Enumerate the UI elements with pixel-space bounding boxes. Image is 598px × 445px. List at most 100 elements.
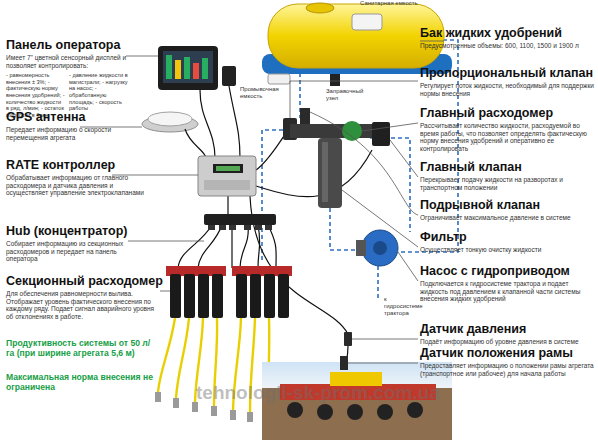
relief-valve <box>300 108 310 124</box>
gps-dome <box>148 112 192 126</box>
callout-description: Ограничивает максимальное давление в сис… <box>420 214 596 222</box>
hub <box>204 214 276 230</box>
cable <box>258 225 260 268</box>
leader-line <box>128 241 204 242</box>
cable <box>229 86 240 158</box>
leader-lines <box>80 41 444 363</box>
nozzle <box>192 402 198 412</box>
callout-heading: Фильтр <box>420 230 596 245</box>
callout-heading: Бак жидких удобрений <box>420 26 596 41</box>
callout-block: Главный клапанПерекрывает подачу жидкост… <box>420 160 596 191</box>
callout-block: GPS антеннаПередает информацию о скорост… <box>6 110 134 141</box>
callout-block: Главный расходомерРассчитывает количеств… <box>420 106 596 152</box>
callout-heading: Главный клапан <box>420 160 596 175</box>
liquid-line <box>370 138 410 232</box>
cable <box>231 225 232 268</box>
leader-line <box>342 190 418 247</box>
callout-description: Подключается к гидросистеме трактора и п… <box>420 280 596 303</box>
seeder-wheel <box>317 404 333 420</box>
screen-bar <box>175 60 181 79</box>
screen-bar <box>193 63 199 79</box>
controller-display <box>213 164 243 173</box>
callout-heading: Панель оператора <box>6 38 128 53</box>
cable <box>256 150 372 197</box>
hydraulic-line <box>377 266 379 300</box>
screen-bar <box>184 57 190 79</box>
leader-line <box>290 81 418 118</box>
callout-block: Секционный расходомерДля обеспечения рав… <box>6 274 160 320</box>
main-valve <box>372 122 390 146</box>
callout-description: Собирает информацию из секционных расход… <box>6 240 146 263</box>
callout-block: Бак жидких удобренийПредусмотренные объе… <box>420 26 596 50</box>
callout-heading: Секционный расходомер <box>6 274 160 289</box>
controller-box <box>198 156 256 196</box>
callout-heading: Пропорциональный клапан <box>420 66 596 81</box>
hub-connector <box>229 225 236 230</box>
controller-plate <box>204 180 250 190</box>
filling-unit <box>330 74 340 86</box>
cable <box>198 225 222 268</box>
callout-block: Панель оператораИмеет 7" цветной сенсорн… <box>6 38 128 118</box>
callout-heading: Hub (концентратор) <box>6 224 146 239</box>
callout-block: Пропорциональный клапанРегулирует поток … <box>420 66 596 97</box>
callout-description: Регулирует поток жидкости, необходимый д… <box>420 82 596 97</box>
callout-block: Датчик положения рамыПредоставляет инфор… <box>420 346 596 377</box>
callout-description: Предоставляет информацию о положении рам… <box>420 362 596 377</box>
flowmeter <box>198 274 209 318</box>
flowmeter <box>264 274 275 318</box>
liquid-line <box>262 130 290 262</box>
seeder-wheel <box>347 404 363 420</box>
flowmeter <box>212 274 223 318</box>
callout-description: Передает информацию о скорости перемещен… <box>6 126 134 141</box>
tank-body <box>268 4 444 68</box>
leader-line <box>390 140 418 177</box>
note-text: Максимальная норма внесения не ограничен… <box>6 372 156 393</box>
screen-bar <box>202 58 208 79</box>
callout-block: RATE контроллерОбрабатывает информацию о… <box>6 158 146 197</box>
callout-block: Насос с гидроприводомПодключается к гидр… <box>420 264 596 303</box>
part-label: Промывочная емкость <box>240 86 290 100</box>
part-label: Санитарная емкость <box>360 0 440 7</box>
leader-line <box>420 41 444 42</box>
callout-description: Для обеспечения равномерности вылива. От… <box>6 290 160 320</box>
panel-frame <box>158 46 218 90</box>
cable <box>268 225 276 268</box>
hub-body <box>204 214 276 225</box>
tank-lid <box>306 3 334 13</box>
nozzle <box>155 392 161 402</box>
leader-line <box>126 56 158 57</box>
callout-block: Подрывной клапанОграничивает максимально… <box>420 198 596 222</box>
cable <box>200 90 215 158</box>
display-digits <box>216 166 240 171</box>
valve-assembly <box>283 108 390 208</box>
hose <box>158 318 175 392</box>
pump-motor <box>356 240 366 256</box>
leader-line <box>348 363 418 364</box>
pump-hub <box>373 241 387 255</box>
callout-description: Предусмотренные объемы: 600, 1100, 1500 … <box>420 42 596 50</box>
flowmeter <box>278 274 289 318</box>
hub-connector <box>208 225 215 230</box>
hub-connector <box>244 225 251 230</box>
callout-heading: Датчик положения рамы <box>420 346 596 361</box>
nozzle <box>211 406 217 416</box>
watermark: tehnologii-sk-prom.com.ua <box>196 382 526 405</box>
hydraulic-pump <box>356 230 398 266</box>
callout-heading: RATE контроллер <box>6 158 146 173</box>
nozzle <box>173 398 179 408</box>
callout-heading: GPS антенна <box>6 110 134 125</box>
callout-block: Hub (концентратор)Собирает информацию из… <box>6 224 146 263</box>
callout-description: Перекрывает подачу жидкости на разворота… <box>420 176 596 191</box>
callout-description: Рассчитывает количество жидкости, расход… <box>420 122 596 152</box>
leader-line <box>352 339 418 340</box>
callout-block: Датчик давленияПодаёт информацию об уров… <box>420 322 596 346</box>
leader-line <box>310 112 418 215</box>
filter-body <box>318 138 342 208</box>
gps-antenna <box>142 112 198 132</box>
section-flowmeters <box>166 266 292 318</box>
cable <box>240 225 248 268</box>
callout-description: Осуществляет тонкую очистку жидкости <box>420 246 596 254</box>
pressure-sensor <box>344 332 352 346</box>
wash-tank <box>268 74 290 84</box>
